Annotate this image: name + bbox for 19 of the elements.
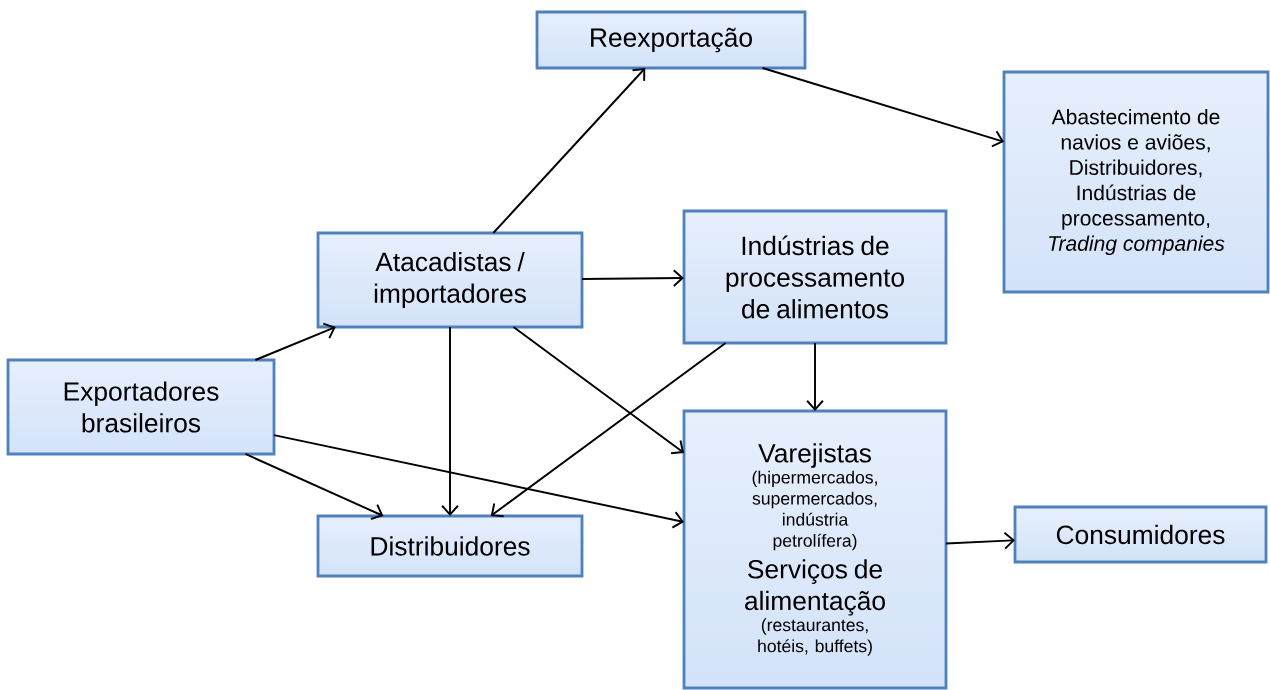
arrow bbox=[244, 453, 384, 520]
arrow bbox=[490, 342, 727, 518]
process-box: Distribuidores bbox=[316, 514, 584, 578]
arrow bbox=[761, 67, 1004, 148]
process-box: Indústrias de processamento de alimentos bbox=[682, 209, 948, 345]
process-box: Abastecimento de navios e aviões, Distribuidores, Indústrias de processamento, Trading companies bbox=[1002, 70, 1270, 294]
arrow bbox=[945, 531, 1015, 550]
process-box: Reexportação bbox=[535, 10, 807, 70]
arrow bbox=[806, 342, 824, 411]
process-box: Consumidores bbox=[1013, 505, 1268, 564]
process-box: Atacadistas / importadores bbox=[316, 231, 584, 329]
process-box: Exportadores brasileiros bbox=[6, 358, 276, 456]
arrow bbox=[512, 326, 684, 455]
arrow bbox=[492, 68, 646, 234]
arrow bbox=[581, 269, 684, 288]
arrow bbox=[254, 322, 336, 361]
arrow bbox=[273, 434, 684, 529]
arrow bbox=[441, 326, 459, 516]
process-box: Varejistas (hipermercados, supermercados, indústria petrolífera) Serviços de alimentação (restaurantes, hotéis, buffets) bbox=[682, 409, 948, 690]
